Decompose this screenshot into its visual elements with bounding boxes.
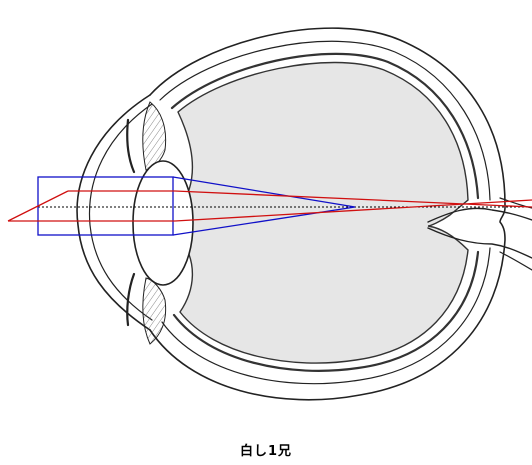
iris-upper bbox=[127, 120, 134, 172]
crystalline-lens bbox=[133, 161, 193, 285]
diagram-caption: 白し1兄 bbox=[0, 440, 532, 459]
ciliary-body-lower bbox=[143, 278, 166, 344]
ciliary-body-upper bbox=[143, 102, 166, 170]
